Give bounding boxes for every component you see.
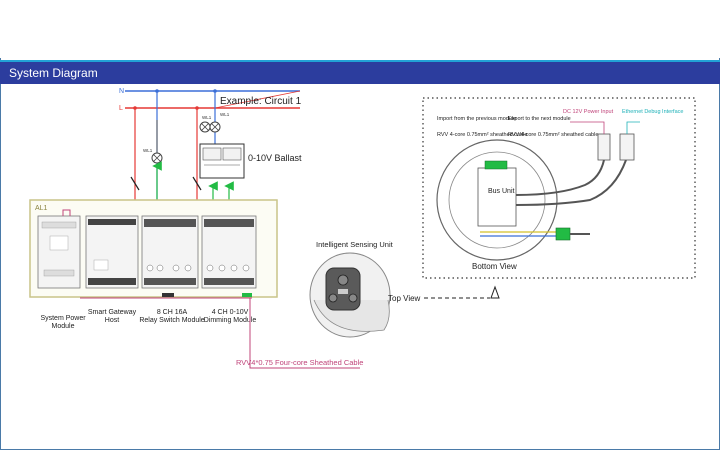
dimming-module-device xyxy=(201,215,257,289)
n-line-label: N xyxy=(119,88,124,95)
title-bar: System Diagram xyxy=(0,60,720,84)
view-arrow-icon xyxy=(490,285,500,299)
sensor-cable: RVV4*0.75 Four-core Sheathed Cable xyxy=(236,298,363,369)
lamp-1: WL1 xyxy=(143,120,163,164)
gateway-device xyxy=(85,215,139,289)
bus-unit-label: Bus Unit xyxy=(488,188,515,195)
cabinet-al1: AL1 xyxy=(29,199,278,299)
sensing-unit-title: Intelligent Sensing Unit xyxy=(316,240,394,249)
lamp-3-label: WL1 xyxy=(220,112,230,117)
lamp-3: WL1 xyxy=(209,112,230,133)
l-junction-2 xyxy=(195,106,199,110)
ethernet-plug xyxy=(619,133,635,161)
lamp-2-label: WL1 xyxy=(202,115,212,120)
export-text: Export to the next module xyxy=(508,116,571,122)
n-junction-2 xyxy=(213,89,217,93)
page-title: System Diagram xyxy=(9,66,98,80)
bus-unit-board xyxy=(477,167,517,227)
switch-1 xyxy=(130,176,140,191)
ballast-label: 0-10V Ballast xyxy=(248,153,302,163)
l-junction-1 xyxy=(133,106,137,110)
l-line-label: L xyxy=(119,105,123,112)
import-text: Import from the previous module xyxy=(437,116,516,122)
bottom-view-title: Bottom View xyxy=(472,262,517,271)
bottom-view-panel: Bus Unit Import from the previous module… xyxy=(422,97,696,279)
circuit-pointer xyxy=(214,90,301,109)
export-cable: RVV 4-core 0.75mm² sheathed cable xyxy=(508,132,598,138)
switch-2 xyxy=(192,176,202,191)
dc-power-label: DC 12V Power Input xyxy=(563,109,614,115)
cable-label: RVV4*0.75 Four-core Sheathed Cable xyxy=(236,358,363,367)
relay-module-device xyxy=(141,215,199,289)
bus-connector xyxy=(484,160,508,170)
top-view-label: Top View xyxy=(388,294,421,303)
ethernet-label: Ethernet Debug Interface xyxy=(622,109,683,115)
dc-power-plug xyxy=(597,133,611,161)
lamp-1-label: WL1 xyxy=(143,148,153,153)
sensing-unit: Intelligent Sensing Unit Top View xyxy=(309,240,500,338)
lamp-2: WL1 xyxy=(199,115,212,133)
circuit-label: Example: Circuit 1 xyxy=(220,96,302,107)
top-blank-area xyxy=(0,0,720,58)
n-junction-1 xyxy=(155,89,159,93)
ballast: 0-10V Ballast xyxy=(199,143,302,179)
import-cable: RVV 4-core 0.75mm² sheathed cable xyxy=(437,132,527,138)
cabinet-label: AL1 xyxy=(35,205,48,212)
terminal-connector xyxy=(555,227,571,241)
